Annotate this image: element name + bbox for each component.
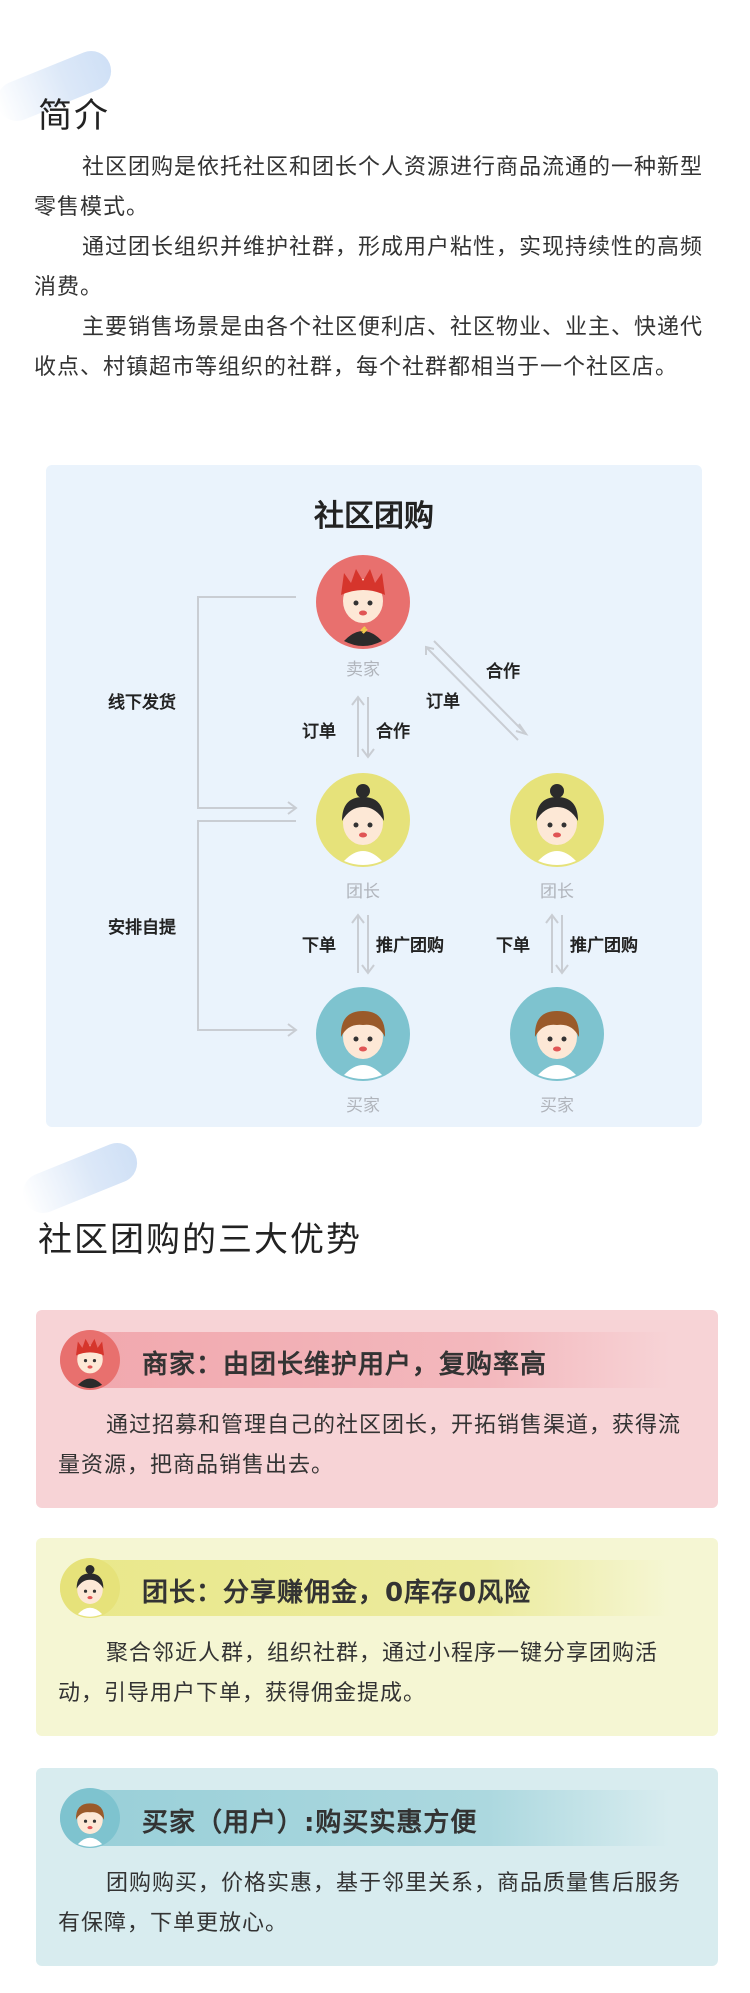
card-title: 买家（用户）:购买实惠方便 [142,1808,478,1838]
card-header: 团长：分享赚佣金，0库存0风险 [60,1558,670,1618]
promote-label: 推广团购 [570,936,638,956]
seller-avatar-icon [60,1330,120,1390]
card-text: 通过招募和管理自己的社区团长，开拓销售渠道，获得流量资源，把商品销售出去。 [58,1413,682,1478]
card-text: 聚合邻近人群，组织社群，通过小程序一键分享团购活动，引导用户下单，获得佣金提成。 [58,1641,659,1706]
promote-label: 推广团购 [376,936,444,956]
advantages-title: 社区团购的三大优势 [38,1220,362,1260]
advantage-card-seller: 商家：由团长维护用户，复购率高 通过招募和管理自己的社区团长，开拓销售渠道，获得… [36,1310,718,1508]
offline-ship-label: 线下发货 [108,693,176,713]
place-order-label: 下单 [302,936,336,956]
card-header: 买家（用户）:购买实惠方便 [60,1788,670,1848]
cooperate-label: 合作 [486,662,520,682]
leader-label: 团长 [346,882,380,902]
offline-ship-line [197,596,296,809]
buyer-avatar-icon [60,1788,120,1848]
intro-paragraph: 通过团长组织并维护社群，形成用户粘性，实现持续性的高频消费。 [34,235,704,300]
community-group-buying-diagram: 社区团购 [46,465,702,1127]
decorative-swoosh [16,1136,144,1220]
seller-avatar-icon [316,555,410,649]
card-header: 商家：由团长维护用户，复购率高 [60,1330,670,1390]
intro-paragraph: 社区团购是依托社区和团长个人资源进行商品流通的一种新型零售模式。 [34,155,704,220]
diagram-title: 社区团购 [314,499,434,534]
advantage-card-leader: 团长：分享赚佣金，0库存0风险 聚合邻近人群，组织社群，通过小程序一键分享团购活… [36,1538,718,1736]
intro-title: 简介 [38,96,110,136]
card-title: 商家：由团长维护用户，复购率高 [142,1350,548,1380]
buyer-avatar-icon [316,987,410,1081]
card-text: 团购购买，价格实惠，基于邻里关系，商品质量售后服务有保障，下单更放心。 [58,1871,682,1936]
leader-avatar-icon [60,1558,120,1618]
card-title: 团长：分享赚佣金，0库存0风险 [142,1578,532,1608]
self-pickup-label: 安排自提 [108,918,176,938]
place-order-label: 下单 [496,936,530,956]
order-label: 订单 [302,722,336,742]
intro-paragraph: 主要销售场景是由各个社区便利店、社区物业、业主、快递代收点、村镇超市等组织的社群… [34,315,704,380]
buyer-avatar-icon [510,987,604,1081]
self-pickup-line [197,820,296,1031]
leader-avatar-icon [316,773,410,867]
leader-avatar-icon [510,773,604,867]
buyer-label: 买家 [346,1096,380,1116]
advantage-card-buyer: 买家（用户）:购买实惠方便 团购购买，价格实惠，基于邻里关系，商品质量售后服务有… [36,1768,718,1966]
diagram-connectors [197,596,569,1037]
buyer-label: 买家 [540,1096,574,1116]
cooperate-label: 合作 [376,722,410,742]
seller-label: 卖家 [346,660,380,680]
leader-label: 团长 [540,882,574,902]
order-label: 订单 [426,692,460,712]
